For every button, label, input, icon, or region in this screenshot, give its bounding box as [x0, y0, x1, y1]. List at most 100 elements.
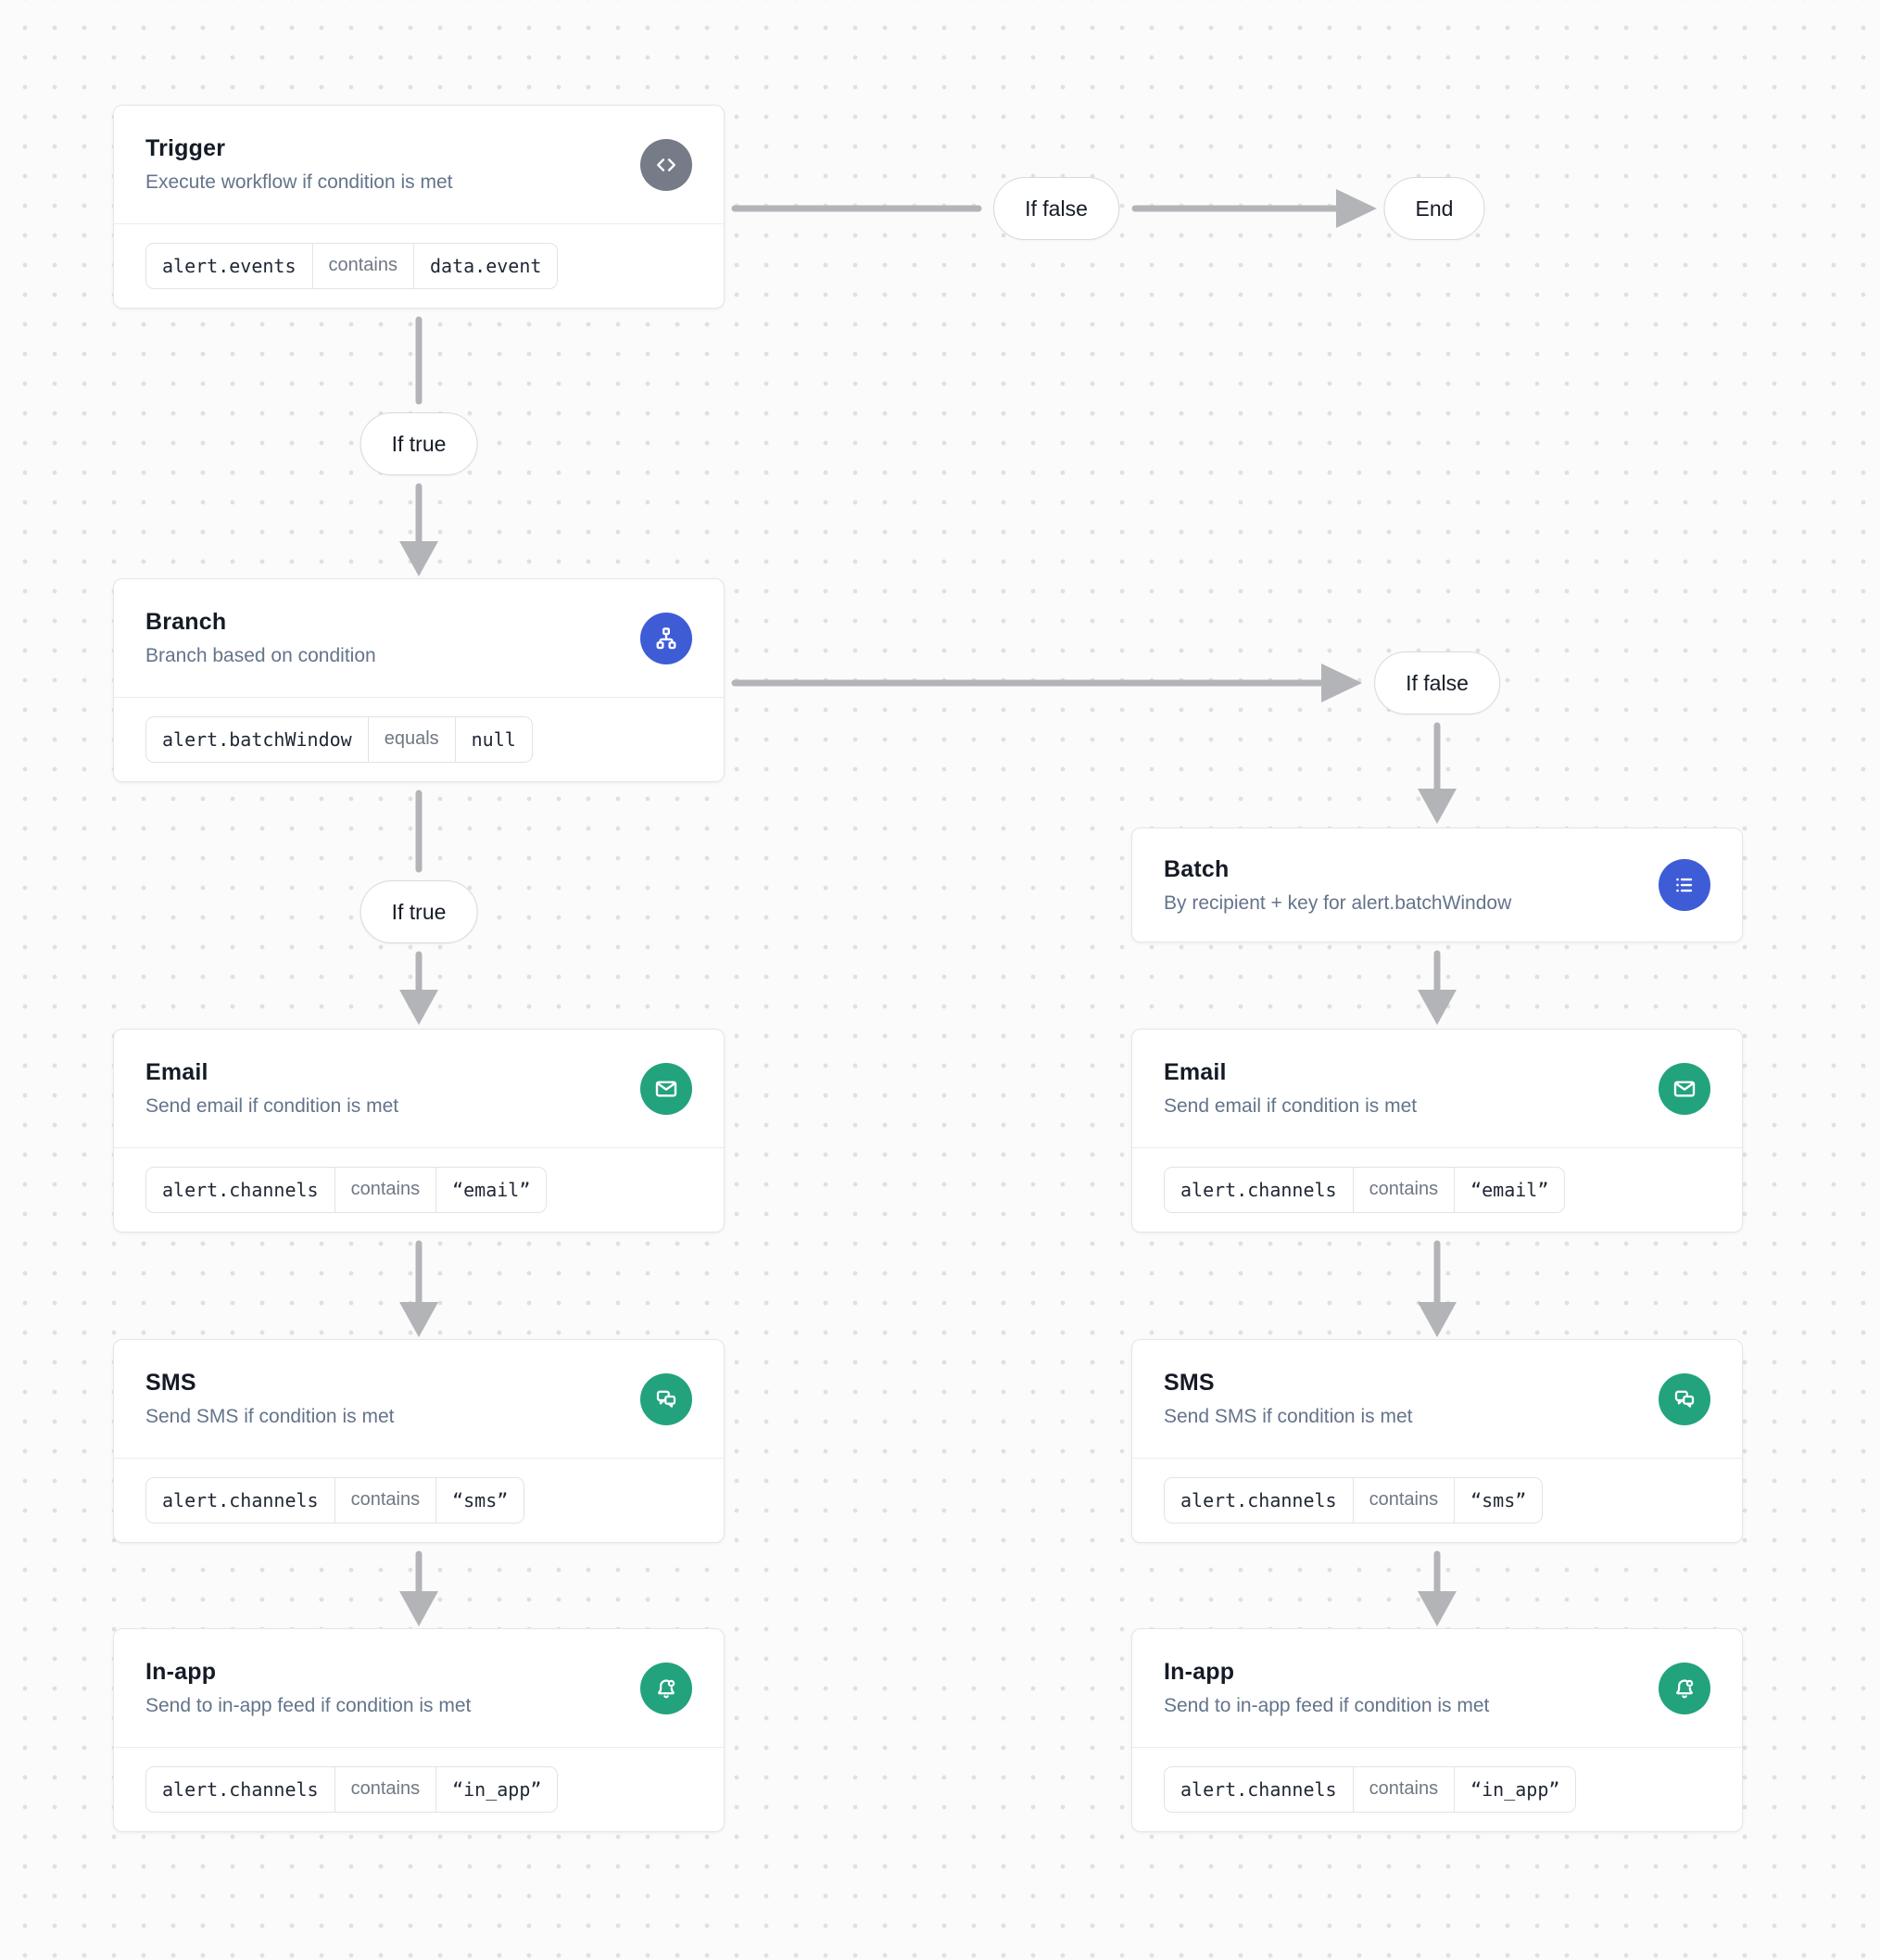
node-email-right[interactable]: Email Send email if condition is met ale… — [1131, 1029, 1743, 1233]
edge-label-if-true-1: If true — [360, 412, 478, 475]
condition-field: alert.channels — [162, 1489, 319, 1511]
node-email-header: Email Send email if condition is met — [114, 1030, 724, 1147]
node-inapp-titles: In-app Send to in-app feed if condition … — [145, 1659, 471, 1717]
condition-chip-group: alert.channels contains “email” — [1164, 1167, 1566, 1213]
edge-email-to-sms-left — [399, 1240, 438, 1337]
condition-chip-group: alert.channels contains “sms” — [145, 1477, 525, 1524]
node-title: Batch — [1164, 855, 1230, 882]
node-branch-header: Branch Branch based on condition — [114, 579, 724, 697]
list-icon — [1659, 859, 1710, 911]
condition-value: “in_app” — [1454, 1767, 1575, 1812]
node-inapp-header: In-app Send to in-app feed if condition … — [114, 1629, 724, 1747]
node-email-titles: Email Send email if condition is met — [145, 1059, 398, 1118]
node-email-header: Email Send email if condition is met — [1132, 1030, 1742, 1147]
node-subtitle: Execute workflow if condition is met — [145, 171, 453, 193]
node-sms-body: alert.channels contains “sms” — [114, 1458, 724, 1542]
node-inapp-body: alert.channels contains “in_app” — [1132, 1747, 1742, 1831]
condition-field: alert.channels — [162, 1778, 319, 1801]
bell-badge-icon — [1659, 1662, 1710, 1714]
node-inapp-right[interactable]: In-app Send to in-app feed if condition … — [1131, 1628, 1743, 1832]
node-branch-body: alert.batchWindow equals null — [114, 697, 724, 781]
node-trigger-header: Trigger Execute workflow if condition is… — [114, 106, 724, 223]
node-trigger[interactable]: Trigger Execute workflow if condition is… — [113, 105, 725, 309]
condition-value: data.event — [413, 244, 557, 288]
condition-operator: contains — [334, 1767, 436, 1812]
node-title: In-app — [1164, 1659, 1235, 1685]
node-inapp-left[interactable]: In-app Send to in-app feed if condition … — [113, 1628, 725, 1832]
node-sms-titles: SMS Send SMS if condition is met — [1164, 1370, 1412, 1428]
node-title: SMS — [1164, 1370, 1215, 1396]
condition-chip-group: alert.batchWindow equals null — [145, 716, 533, 763]
condition-value: “in_app” — [435, 1767, 557, 1812]
node-subtitle: Send SMS if condition is met — [1164, 1406, 1413, 1427]
edge-label-if-false-top: If false — [993, 177, 1119, 240]
condition-value: null — [454, 717, 532, 762]
envelope-icon — [1659, 1062, 1710, 1115]
condition-chip-group: alert.channels contains “in_app” — [145, 1766, 559, 1813]
node-trigger-titles: Trigger Execute workflow if condition is… — [145, 135, 452, 194]
node-email-body: alert.channels contains “email” — [1132, 1147, 1742, 1232]
condition-field: alert.batchWindow — [162, 728, 352, 751]
condition-value: “email” — [435, 1168, 546, 1212]
code-icon — [640, 138, 692, 191]
edge-if-true-to-branch — [399, 483, 438, 576]
condition-field: alert.channels — [162, 1179, 319, 1201]
chat-bubbles-icon — [1659, 1372, 1710, 1425]
condition-value: “sms” — [1454, 1478, 1542, 1523]
condition-operator: contains — [334, 1168, 436, 1212]
node-subtitle: Send email if condition is met — [1164, 1095, 1418, 1117]
edge-sms-to-inapp-left — [399, 1550, 438, 1626]
node-sms-header: SMS Send SMS if condition is met — [1132, 1340, 1742, 1458]
edge-email-to-sms-right — [1418, 1240, 1457, 1337]
condition-chip-group: alert.channels contains “in_app” — [1164, 1766, 1577, 1813]
condition-chip-group: alert.events contains data.event — [145, 243, 559, 289]
node-subtitle: Branch based on condition — [145, 645, 376, 666]
condition-value: “sms” — [435, 1478, 524, 1523]
condition-operator: contains — [311, 244, 414, 288]
node-batch[interactable]: Batch By recipient + key for alert.batch… — [1131, 828, 1743, 942]
node-inapp-body: alert.channels contains “in_app” — [114, 1747, 724, 1831]
condition-operator: equals — [367, 717, 455, 762]
node-title: Email — [1164, 1059, 1227, 1085]
edge-label-if-false-branch: If false — [1374, 651, 1500, 714]
condition-field: alert.events — [162, 255, 297, 277]
condition-operator: contains — [1352, 1767, 1455, 1812]
envelope-icon — [640, 1062, 692, 1115]
edge-batch-to-email-right — [1418, 950, 1457, 1025]
node-inapp-header: In-app Send to in-app feed if condition … — [1132, 1629, 1742, 1747]
node-subtitle: Send email if condition is met — [145, 1095, 399, 1117]
node-subtitle: Send to in-app feed if condition is met — [145, 1695, 472, 1716]
node-branch[interactable]: Branch Branch based on condition alert.b… — [113, 578, 725, 782]
condition-operator: contains — [1352, 1478, 1455, 1523]
node-sms-right[interactable]: SMS Send SMS if condition is met alert.c… — [1131, 1339, 1743, 1543]
node-sms-body: alert.channels contains “sms” — [1132, 1458, 1742, 1542]
condition-chip-group: alert.channels contains “sms” — [1164, 1477, 1544, 1524]
end-node: End — [1383, 177, 1485, 240]
edge-if-true-to-email-left — [399, 951, 438, 1025]
condition-value: “email” — [1454, 1168, 1564, 1212]
node-email-left[interactable]: Email Send email if condition is met ale… — [113, 1029, 725, 1233]
node-batch-titles: Batch By recipient + key for alert.batch… — [1164, 856, 1511, 915]
node-subtitle: By recipient + key for alert.batchWindow — [1164, 891, 1512, 914]
node-title: In-app — [145, 1659, 217, 1685]
edge-branch-to-if-false — [731, 664, 1362, 702]
edge-if-false-to-batch — [1418, 722, 1457, 824]
branch-icon — [640, 612, 692, 664]
edge-sms-to-inapp-right — [1418, 1550, 1457, 1626]
node-email-titles: Email Send email if condition is met — [1164, 1059, 1417, 1118]
condition-chip-group: alert.channels contains “email” — [145, 1167, 548, 1213]
bell-badge-icon — [640, 1662, 692, 1714]
node-sms-left[interactable]: SMS Send SMS if condition is met alert.c… — [113, 1339, 725, 1543]
node-batch-header: Batch By recipient + key for alert.batch… — [1132, 828, 1742, 942]
node-subtitle: Send SMS if condition is met — [145, 1406, 395, 1427]
edge-label-if-true-2: If true — [360, 880, 478, 943]
edge-if-false-to-end — [1131, 189, 1377, 228]
node-title: Email — [145, 1059, 208, 1085]
node-title: SMS — [145, 1370, 196, 1396]
node-title: Trigger — [145, 135, 226, 161]
node-title: Branch — [145, 609, 227, 635]
condition-operator: contains — [334, 1478, 436, 1523]
node-trigger-body: alert.events contains data.event — [114, 223, 724, 308]
condition-field: alert.channels — [1180, 1179, 1337, 1201]
